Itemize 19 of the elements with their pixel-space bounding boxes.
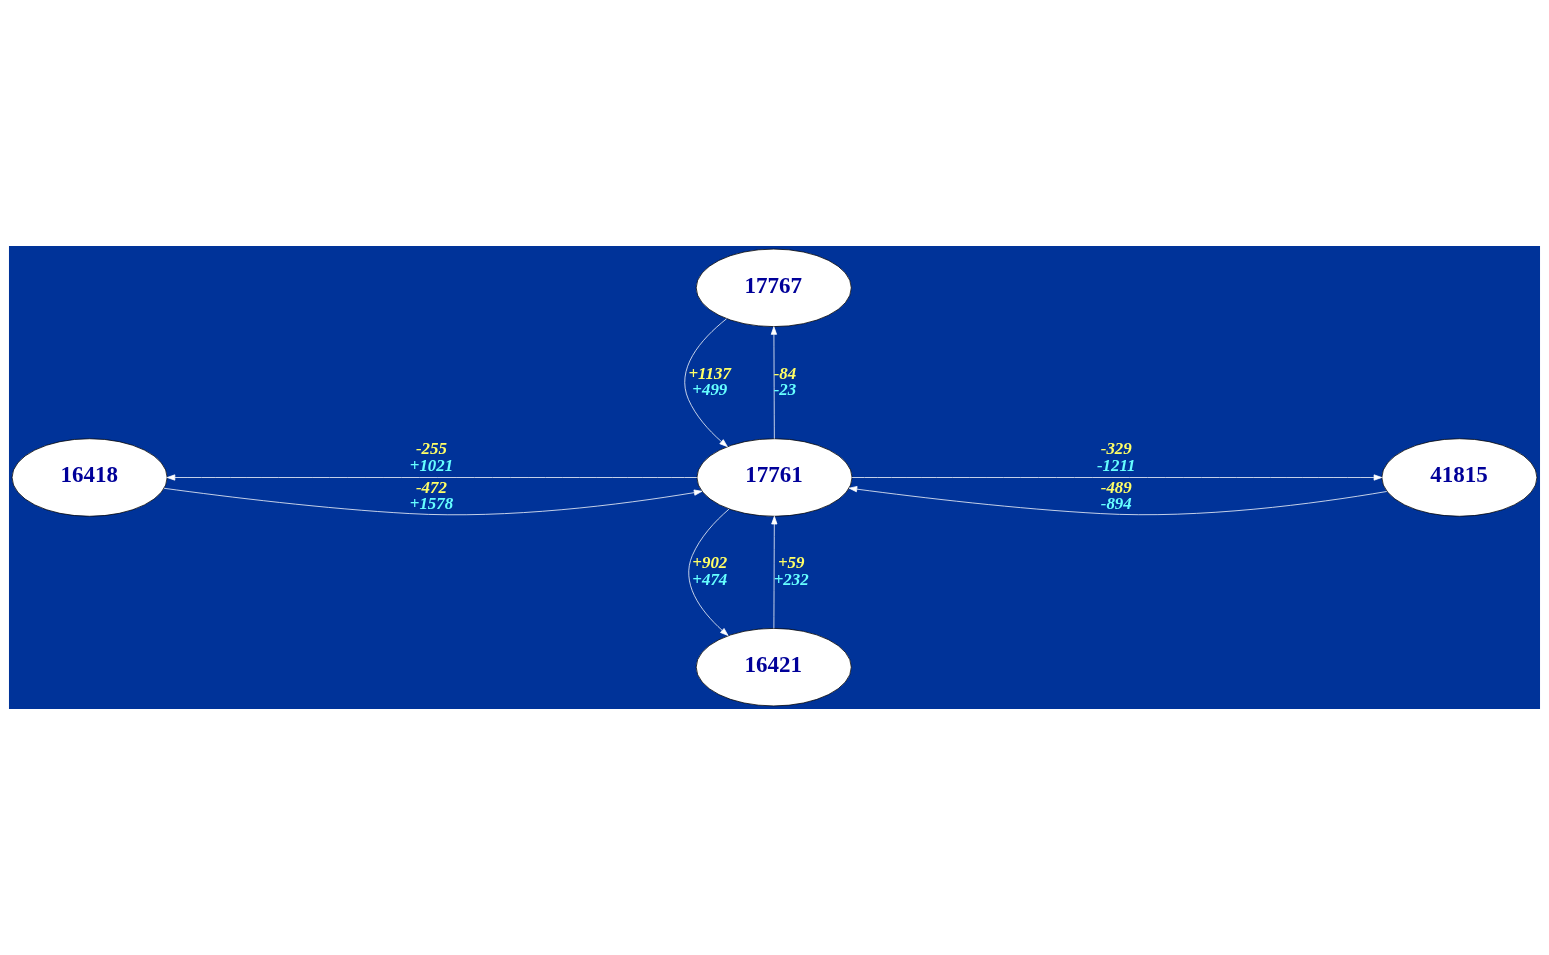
arrow [851,474,1383,481]
node-ellipse: 16418 [11,438,168,517]
arrow [770,326,777,440]
arrow [166,474,698,481]
edge-label: -329 -1211 [1096,439,1136,476]
edge-label: +59 +232 [773,553,809,590]
arrow [688,508,730,636]
edge-label: -255 +1021 [409,439,454,476]
node-ellipse: 17767 [695,248,852,327]
edge-label: -84 -23 [773,363,797,400]
arrow [684,318,728,448]
edge-label: +902 +474 [692,553,728,590]
arrow [771,515,778,629]
edge-label: -472 +1578 [409,477,454,514]
node-ellipse: 41815 [1381,438,1538,517]
arrow [163,487,703,516]
arrow [848,486,1388,516]
edge-label: -489 -894 [1100,477,1132,514]
edge-label: +1137 +499 [688,363,731,400]
